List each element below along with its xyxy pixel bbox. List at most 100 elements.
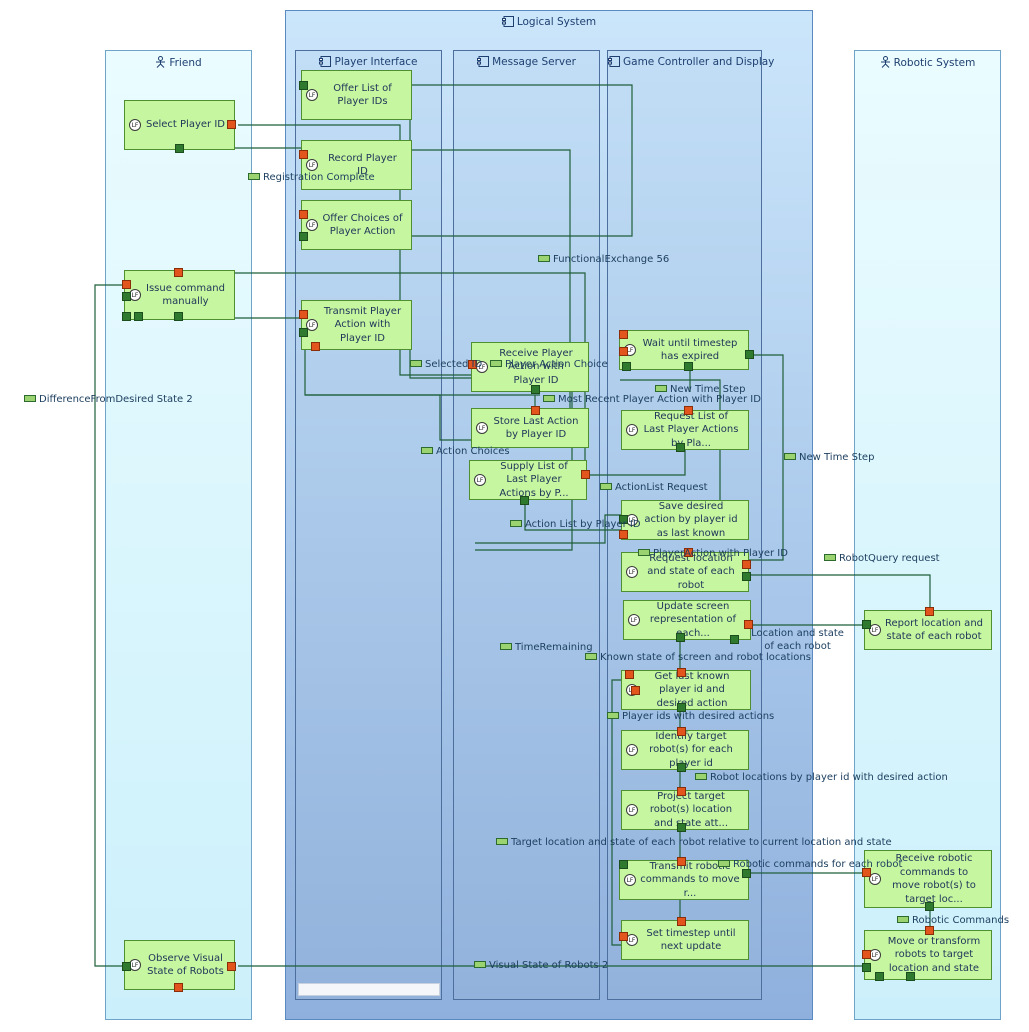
exchange-robot-locations[interactable]: Robot locations by player id with desire… — [695, 772, 948, 783]
exchange-registration-complete[interactable]: Registration Complete — [248, 172, 375, 183]
exchange-player-action-with-id[interactable]: PlayerAction with Player ID — [638, 548, 788, 559]
input-port[interactable] — [531, 406, 540, 415]
input-port[interactable] — [619, 932, 628, 941]
output-port[interactable] — [745, 350, 754, 359]
exchange-player-ids-desired[interactable]: Player ids with desired actions — [607, 711, 774, 722]
exchange-new-time-step-2[interactable]: New Time Step — [784, 452, 874, 463]
input-port[interactable] — [311, 342, 320, 351]
horizontal-scrollbar[interactable] — [298, 983, 440, 996]
exchange-player-action-choice[interactable]: Player Action Choice — [490, 359, 608, 370]
output-port[interactable] — [122, 292, 131, 301]
exchange-known-state[interactable]: Known state of screen and robot location… — [585, 652, 811, 663]
exchange-target-location[interactable]: Target location and state of each robot … — [496, 837, 892, 848]
input-port[interactable] — [299, 150, 308, 159]
output-port[interactable] — [299, 232, 308, 241]
input-port[interactable] — [122, 280, 131, 289]
exchange-robot-query-request[interactable]: RobotQuery request — [824, 553, 940, 564]
exchange-location-and-state[interactable]: Location and state of each robot — [751, 628, 844, 652]
exchange-action-list-request[interactable]: ActionList Request — [600, 482, 708, 493]
input-port[interactable] — [684, 548, 693, 557]
input-port[interactable] — [742, 560, 751, 569]
output-port[interactable] — [742, 572, 751, 581]
output-port[interactable] — [676, 443, 685, 452]
input-port[interactable] — [677, 917, 686, 926]
input-port[interactable] — [619, 330, 628, 339]
output-port[interactable] — [134, 312, 143, 321]
output-port[interactable] — [677, 703, 686, 712]
exchange-most-recent-action[interactable]: Most Recent Player Action with Player ID — [543, 394, 761, 405]
output-port[interactable] — [862, 963, 871, 972]
input-port[interactable] — [677, 787, 686, 796]
input-port[interactable] — [862, 868, 871, 877]
output-port[interactable] — [875, 972, 884, 981]
output-port[interactable] — [730, 635, 739, 644]
input-port[interactable] — [299, 310, 308, 319]
output-port[interactable] — [622, 362, 631, 371]
function-get-last-known-player-id[interactable]: LFGet last known player id and desired a… — [621, 670, 751, 710]
exchange-robotic-commands-each[interactable]: Robotic commands for each robot — [718, 859, 902, 870]
output-port[interactable] — [531, 385, 540, 394]
exchange-robotic-commands[interactable]: Robotic Commands — [897, 915, 1009, 926]
input-port[interactable] — [625, 670, 634, 679]
input-port[interactable] — [299, 210, 308, 219]
input-port[interactable] — [619, 347, 628, 356]
output-port[interactable] — [684, 362, 693, 371]
exchange-new-time-step-1[interactable]: New Time Step — [655, 384, 745, 395]
output-port[interactable] — [175, 144, 184, 153]
output-port[interactable] — [862, 620, 871, 629]
exchange-visual-state[interactable]: Visual State of Robots 2 — [474, 960, 608, 971]
input-port[interactable] — [744, 620, 753, 629]
input-port[interactable] — [174, 268, 183, 277]
exchange-functional-exchange-56[interactable]: FunctionalExchange 56 — [538, 254, 669, 265]
input-port[interactable] — [227, 120, 236, 129]
exchange-time-remaining[interactable]: TimeRemaining — [500, 642, 593, 653]
input-port[interactable] — [468, 360, 477, 369]
output-port[interactable] — [742, 869, 751, 878]
input-port[interactable] — [174, 983, 183, 992]
input-port[interactable] — [862, 950, 871, 959]
output-port[interactable] — [122, 962, 131, 971]
output-port[interactable] — [677, 763, 686, 772]
input-port[interactable] — [677, 857, 686, 866]
input-port[interactable] — [581, 470, 590, 479]
output-port[interactable] — [676, 633, 685, 642]
output-port[interactable] — [174, 312, 183, 321]
input-port[interactable] — [684, 406, 693, 415]
output-port[interactable] — [677, 823, 686, 832]
output-port[interactable] — [299, 328, 308, 337]
exchange-difference-from-desired[interactable]: DifferenceFromDesired State 2 — [24, 394, 193, 405]
input-port[interactable] — [677, 727, 686, 736]
exchange-action-list-by-player[interactable]: Action List by Player ID — [510, 519, 641, 530]
exchange-action-choices[interactable]: Action Choices — [421, 446, 510, 457]
input-port[interactable] — [631, 686, 640, 695]
output-port[interactable] — [619, 515, 628, 524]
input-port[interactable] — [227, 962, 236, 971]
output-port[interactable] — [520, 496, 529, 505]
input-port[interactable] — [925, 926, 934, 935]
exchange-selected-id[interactable]: Selected ID — [410, 359, 482, 370]
input-port[interactable] — [677, 668, 686, 677]
output-port[interactable] — [906, 972, 915, 981]
input-port[interactable] — [619, 530, 628, 539]
output-port[interactable] — [619, 860, 628, 869]
input-port[interactable] — [925, 607, 934, 616]
output-port[interactable] — [299, 81, 308, 90]
